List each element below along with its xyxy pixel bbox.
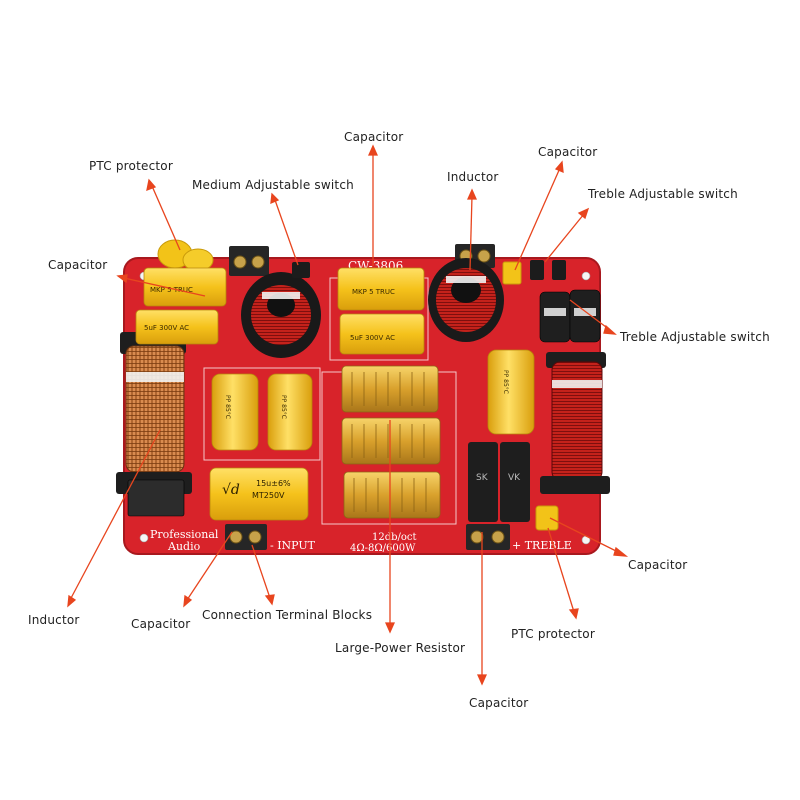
cap-mark-1: MKP 5 TRUC [150, 286, 193, 294]
label-terminal-blocks: Connection Terminal Blocks [202, 608, 373, 622]
label-capacitor-left: Capacitor [48, 258, 108, 272]
capacitor-middle-left: PP 85°C PP 85°C [211, 373, 313, 451]
label-capacitor-top-right: Capacitor [538, 145, 598, 159]
terminal-block-input [225, 524, 267, 550]
label-treble-switch-right: Treble Adjustable switch [620, 330, 770, 344]
label-ptc-top: PTC protector [89, 159, 173, 173]
treble-adjustable-switch [530, 260, 601, 343]
label-medium-switch: Medium Adjustable switch [192, 178, 354, 192]
svg-text:VK: VK [508, 473, 521, 483]
brand-line-2: Audio [167, 540, 201, 553]
cap-mark-4: 5uF 300V AC [350, 334, 395, 342]
inductor-top-center [428, 244, 504, 342]
big-cap-line-2: MT250V [252, 491, 285, 500]
treble-label: + TREBLE [512, 539, 572, 552]
capacitor-bottom-right-black: SK VK [468, 442, 530, 522]
label-capacitor-bottom: Capacitor [469, 696, 529, 710]
label-large-resistor: Large-Power Resistor [335, 641, 466, 655]
inductor-medium [241, 272, 321, 358]
big-cap-line-1: 15u±6% [256, 479, 291, 488]
label-treble-switch-top: Treble Adjustable switch [588, 187, 738, 201]
capacitor-left-stack: MKP 5 TRUC 5uF 300V AC [135, 267, 227, 345]
terminal-block-top-left [229, 246, 269, 276]
label-capacitor-bottom-left: Capacitor [131, 617, 191, 631]
label-capacitor-right: Capacitor [628, 558, 688, 572]
ptc-protector-left [157, 239, 214, 272]
inductor-right [540, 352, 610, 494]
medium-adjustable-switch [292, 262, 310, 278]
label-inductor-top: Inductor [447, 170, 499, 184]
cap-mark-3: MKP 5 TRUC [352, 288, 395, 296]
inductor-left [116, 332, 192, 517]
ptc-protector-right [535, 505, 559, 531]
large-power-resistors [341, 365, 441, 519]
spec-line-1: 12db/oct [372, 532, 417, 543]
cap-mark-7: PP 85°C [502, 370, 509, 394]
cap-mark-6: PP 85°C [280, 395, 287, 419]
cap-mark-5: PP 85°C [224, 395, 231, 419]
brand-line-1: Professional [150, 528, 219, 541]
label-ptc-bottom: PTC protector [511, 627, 595, 641]
capacitor-top-center: MKP 5 TRUC 5uF 300V AC [337, 267, 425, 355]
cap-mark-2: 5uF 300V AC [144, 324, 189, 332]
label-capacitor-top: Capacitor [344, 130, 404, 144]
label-inductor-bottom: Inductor [28, 613, 80, 627]
callout-leaders [67, 144, 629, 686]
capacitor-large-bottom-left: √d 15u±6% MT250V [209, 467, 309, 521]
svg-text:SK: SK [476, 473, 489, 483]
input-label: - INPUT [270, 539, 316, 552]
spec-line-2: 4Ω-8Ω/600W [350, 543, 416, 554]
capacitor-top-right-small [502, 261, 522, 285]
capacitor-middle-right: PP 85°C [487, 349, 535, 435]
svg-text:√d: √d [222, 482, 240, 498]
terminal-block-treble [466, 524, 510, 550]
